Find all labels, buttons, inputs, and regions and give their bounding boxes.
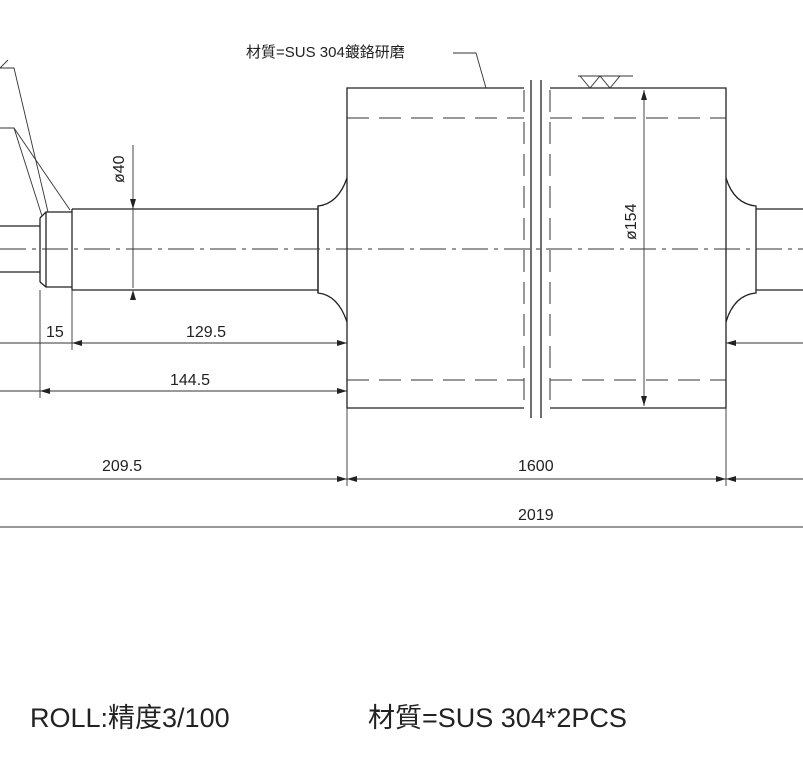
shaft-diameter-dim: ø40 — [111, 145, 136, 300]
material-leader: 材質=SUS 304鍍鉻研磨 — [246, 43, 487, 89]
overall-length-label: 2019 — [518, 507, 554, 524]
left-leaders — [0, 59, 71, 217]
journal-length-label: 144.5 — [170, 372, 210, 389]
roll-face-length-label: 1600 — [518, 458, 554, 475]
dim-row-2: 144.5 — [0, 372, 347, 394]
precision-note: ROLL:精度3/100 — [30, 703, 230, 733]
dim-row-3: 209.5 1600 — [0, 458, 803, 482]
extension-lines — [39, 290, 727, 486]
shaft-diameter-label: ø40 — [111, 155, 128, 183]
surface-finish-icon — [578, 75, 633, 89]
dim-row-1: 15 129.5 — [0, 324, 803, 346]
chamfer-length-label: 15 — [46, 324, 64, 341]
end-length-label: 209.5 — [102, 458, 142, 475]
left-shaft — [0, 208, 318, 291]
roll-body — [346, 80, 727, 418]
dim-row-4: 2019 — [0, 507, 803, 528]
material-quantity-note: 材質=SUS 304*2PCS — [368, 703, 627, 733]
fillets — [317, 177, 757, 323]
roll-diameter-label: ø154 — [623, 203, 640, 240]
material-note: 材質=SUS 304鍍鉻研磨 — [246, 43, 405, 61]
roll-diameter-dim: ø154 — [623, 90, 647, 406]
right-shaft — [756, 208, 803, 291]
shaft-length-label: 129.5 — [186, 324, 226, 341]
